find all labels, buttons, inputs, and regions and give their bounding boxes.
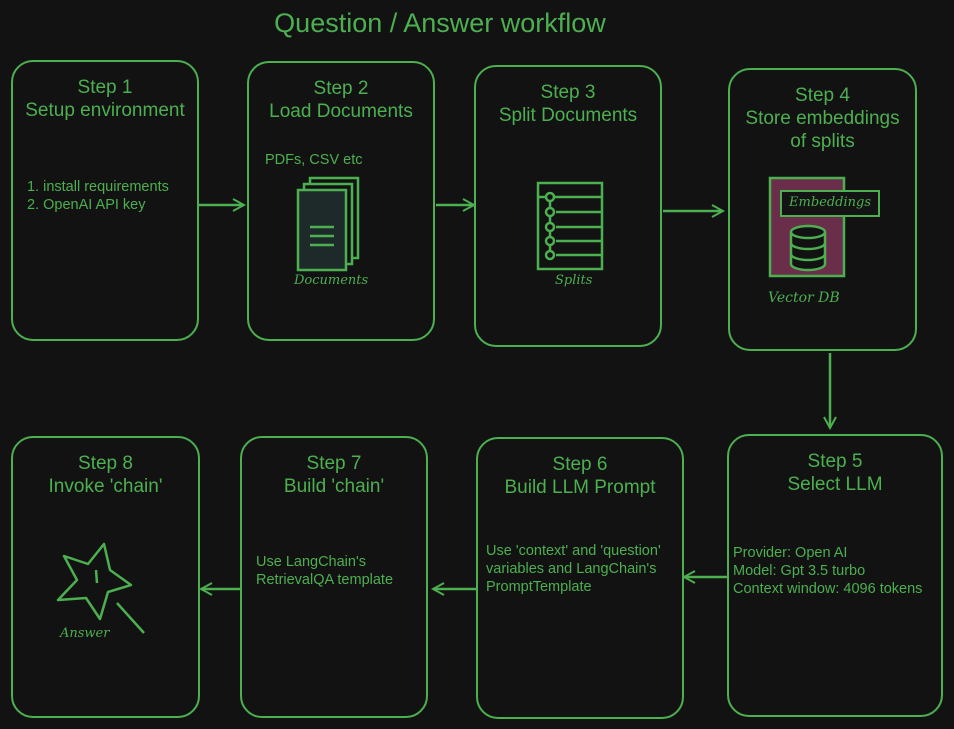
step-notes: Use LangChain's RetrievalQA template	[256, 553, 393, 589]
step-notes: Use 'context' and 'question' variables a…	[486, 542, 661, 596]
step-number: Step 3	[540, 82, 596, 103]
database-icon	[789, 224, 827, 272]
step-number: Step 6	[552, 454, 608, 475]
splits-label: Splits	[555, 273, 593, 288]
step-7-box: Step 7 Build 'chain' Use LangChain's Ret…	[240, 436, 428, 718]
step-name: Select LLM	[787, 474, 883, 495]
step-2-box: Step 2 Load Documents PDFs, CSV etc	[247, 61, 435, 341]
step-5-box: Step 5 Select LLM Provider: Open AI Mode…	[727, 434, 943, 717]
step-number: Step 8	[78, 453, 133, 474]
step-number: Step 4	[795, 85, 850, 106]
step-notes: PDFs, CSV etc	[265, 151, 363, 169]
note-line: Model: Gpt 3.5 turbo	[733, 563, 866, 579]
note-line: Use LangChain's	[256, 554, 366, 570]
embeddings-label: Embeddings	[780, 190, 880, 217]
step-1-box: Step 1 Setup environment 1. install requ…	[11, 60, 199, 341]
step-number: Step 5	[807, 451, 863, 472]
note-line: Provider: Open AI	[733, 545, 848, 561]
magic-wand-icon	[56, 542, 145, 634]
note-line: 2. OpenAI API key	[27, 197, 146, 213]
note-line: RetrievalQA template	[256, 572, 394, 588]
note-line: 1. install requirements	[27, 179, 169, 195]
step-6-box: Step 6 Build LLM Prompt Use 'context' an…	[476, 437, 684, 719]
step-name: Invoke 'chain'	[48, 476, 163, 497]
step-number: Step 7	[306, 453, 362, 474]
documents-label: Documents	[294, 273, 369, 288]
step-name-line: Store embeddings	[745, 108, 900, 129]
step-name: Build LLM Prompt	[504, 477, 656, 498]
step-notes: Provider: Open AI Model: Gpt 3.5 turbo C…	[733, 544, 922, 598]
note-line: PromptTemplate	[486, 579, 592, 595]
step-number: Step 1	[77, 77, 133, 98]
note-line: PDFs, CSV etc	[265, 152, 363, 168]
step-name: Build 'chain'	[283, 476, 385, 497]
diagram-title: Question / Answer workflow	[274, 8, 606, 38]
step-number: Step 2	[313, 78, 369, 99]
step-3-box: Step 3 Split Documents	[474, 65, 662, 347]
note-line: variables and LangChain's	[486, 561, 657, 577]
step-name: Load Documents	[269, 101, 413, 122]
splits-icon	[536, 181, 604, 271]
step-name: Split Documents	[498, 105, 638, 126]
step-name-line: of splits	[790, 131, 855, 152]
step-4-box: Step 4 Store embeddings of splits	[728, 68, 917, 351]
step-notes: 1. install requirements 2. OpenAI API ke…	[27, 178, 169, 214]
step-8-box: Step 8 Invoke 'chain'	[11, 436, 200, 718]
answer-label: Answer	[60, 626, 110, 641]
note-line: Context window: 4096 tokens	[733, 581, 923, 597]
step-name: Setup environment	[25, 100, 185, 121]
note-line: Use 'context' and 'question'	[486, 543, 661, 559]
documents-icon	[296, 176, 360, 272]
vector-db-label: Vector DB	[768, 290, 840, 306]
